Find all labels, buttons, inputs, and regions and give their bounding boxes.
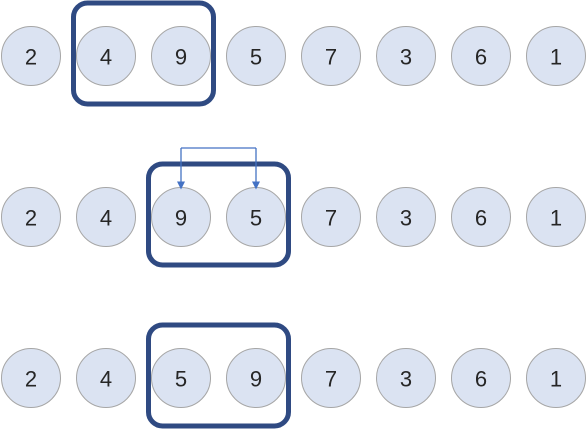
node-circle — [526, 348, 586, 408]
array-node: 4 — [76, 26, 136, 86]
array-node: 4 — [76, 187, 136, 247]
node-value: 1 — [550, 206, 562, 231]
array-node: 6 — [451, 26, 511, 86]
array-node: 9 — [151, 26, 211, 86]
array-node: 2 — [1, 348, 61, 408]
node-circle — [301, 187, 361, 247]
array-node: 4 — [76, 348, 136, 408]
node-circle — [526, 187, 586, 247]
node-value: 3 — [400, 45, 412, 70]
node-value: 3 — [400, 367, 412, 392]
node-value: 6 — [475, 367, 487, 392]
array-node: 7 — [301, 348, 361, 408]
array-node: 3 — [376, 187, 436, 247]
node-circle — [301, 26, 361, 86]
array-node: 7 — [301, 26, 361, 86]
node-circle — [1, 348, 61, 408]
array-node: 6 — [451, 348, 511, 408]
array-node: 6 — [451, 187, 511, 247]
node-circle — [1, 26, 61, 86]
array-node: 5 — [226, 187, 286, 247]
node-circle — [151, 26, 211, 86]
node-circle — [76, 187, 136, 247]
node-circle — [451, 348, 511, 408]
array-node: 1 — [526, 26, 586, 86]
array-node: 9 — [151, 187, 211, 247]
node-value: 2 — [25, 45, 37, 70]
node-value: 9 — [250, 367, 262, 392]
array-node: 9 — [226, 348, 286, 408]
node-value: 6 — [475, 206, 487, 231]
array-node: 3 — [376, 26, 436, 86]
array-node: 3 — [376, 348, 436, 408]
node-circle — [451, 187, 511, 247]
node-value: 4 — [100, 367, 112, 392]
node-circle — [76, 348, 136, 408]
node-value: 7 — [325, 206, 337, 231]
array-node: 1 — [526, 348, 586, 408]
comparison-highlight-box — [146, 161, 291, 268]
node-value: 9 — [175, 45, 187, 70]
node-circle — [1, 187, 61, 247]
node-value: 7 — [325, 367, 337, 392]
array-node: 5 — [151, 348, 211, 408]
array-node: 2 — [1, 187, 61, 247]
comparison-highlight-box — [71, 0, 216, 107]
node-circle — [376, 26, 436, 86]
node-value: 5 — [250, 45, 262, 70]
node-value: 3 — [400, 206, 412, 231]
node-circle — [526, 26, 586, 86]
array-row-3: 2 4 5 9 7 3 6 1 — [1, 322, 586, 429]
node-circle — [451, 26, 511, 86]
node-circle — [376, 348, 436, 408]
node-value: 4 — [100, 206, 112, 231]
node-circle — [376, 187, 436, 247]
array-node: 2 — [1, 26, 61, 86]
array-row-2: 2 4 9 5 7 3 6 1 — [1, 147, 586, 268]
node-value: 1 — [550, 367, 562, 392]
node-value: 2 — [25, 367, 37, 392]
array-node: 5 — [226, 26, 286, 86]
node-value: 9 — [175, 206, 187, 231]
node-value: 2 — [25, 206, 37, 231]
node-circle — [76, 26, 136, 86]
comparison-highlight-box — [146, 322, 291, 429]
node-value: 6 — [475, 45, 487, 70]
node-circle — [301, 348, 361, 408]
node-value: 4 — [100, 45, 112, 70]
node-value: 5 — [250, 206, 262, 231]
array-row-1: 2 4 9 5 7 3 6 1 — [1, 0, 586, 107]
array-node: 1 — [526, 187, 586, 247]
array-node: 7 — [301, 187, 361, 247]
node-value: 1 — [550, 45, 562, 70]
node-circle — [226, 348, 286, 408]
node-value: 7 — [325, 45, 337, 70]
node-circle — [226, 26, 286, 86]
node-circle — [151, 348, 211, 408]
node-value: 5 — [175, 367, 187, 392]
